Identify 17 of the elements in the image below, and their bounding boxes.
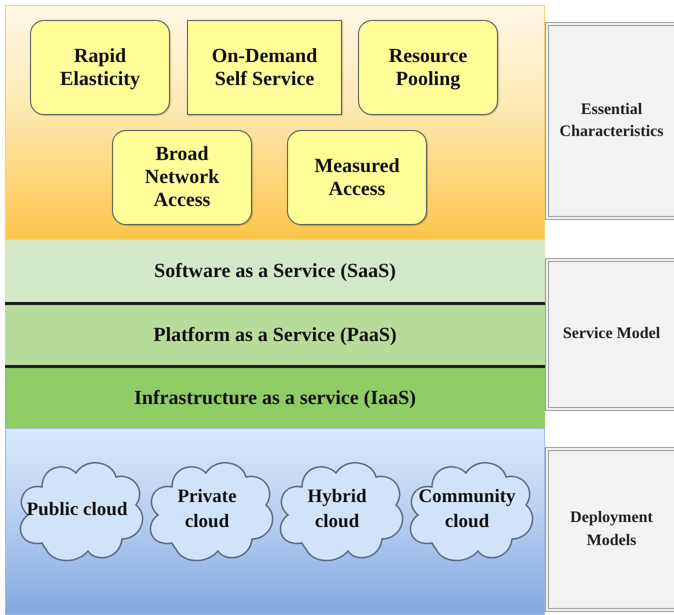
service-layer-band: Platform as a Service (PaaS) bbox=[5, 302, 545, 365]
characteristic-box: On-Demand Self Service bbox=[187, 20, 342, 115]
characteristic-box: Measured Access bbox=[287, 130, 427, 225]
characteristics-panel bbox=[5, 5, 545, 240]
layer-label-box: Service Model bbox=[545, 258, 674, 411]
cloud-label: Community cloud bbox=[417, 485, 517, 534]
cloud-label: Hybrid cloud bbox=[306, 485, 368, 534]
characteristic-box: Rapid Elasticity bbox=[30, 20, 170, 115]
characteristic-box: Broad Network Access bbox=[112, 130, 252, 225]
cloud-label: Private cloud bbox=[176, 485, 238, 534]
service-layer-band: Infrastructure as a service (IaaS) bbox=[5, 365, 545, 428]
characteristic-box: Resource Pooling bbox=[358, 20, 498, 115]
layer-label-box: Essential Characteristics bbox=[545, 22, 674, 220]
layer-label-box: Deployment Models bbox=[545, 447, 674, 612]
service-layer-band: Software as a Service (SaaS) bbox=[5, 240, 545, 302]
cloud-label: Public cloud bbox=[26, 498, 128, 522]
deployment-panel bbox=[5, 428, 545, 615]
